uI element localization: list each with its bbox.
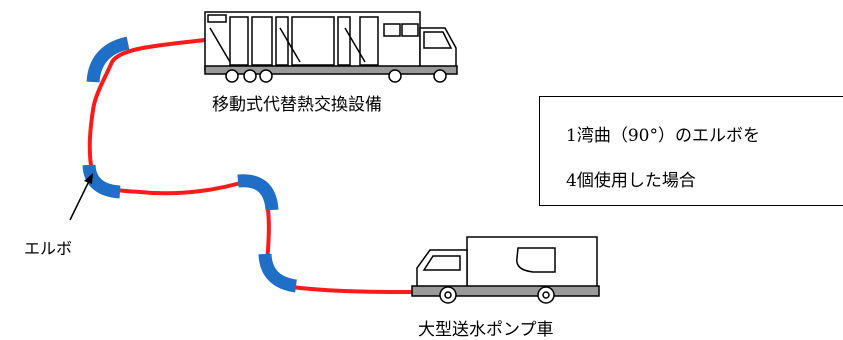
elbow-icon (258, 253, 298, 293)
elbow-icon (237, 174, 279, 211)
pump-truck-icon (411, 236, 600, 304)
elbow-icon (82, 164, 121, 199)
heat-exchanger-label: 移動式代替熱交換設備 (212, 95, 382, 115)
note-box: 1湾曲（90°）のエルボを 4個使用した場合 (539, 96, 843, 206)
note-line-1: 1湾曲（90°）のエルボを (566, 126, 760, 146)
elbow-icon (86, 36, 130, 83)
note-line-2: 4個使用した場合 (566, 171, 696, 191)
arrow-icon (69, 173, 93, 221)
pump-truck-label: 大型送水ポンプ車 (418, 320, 554, 340)
heat-exchanger-truck-icon (204, 11, 458, 83)
elbow-label: エルボ (24, 239, 73, 258)
